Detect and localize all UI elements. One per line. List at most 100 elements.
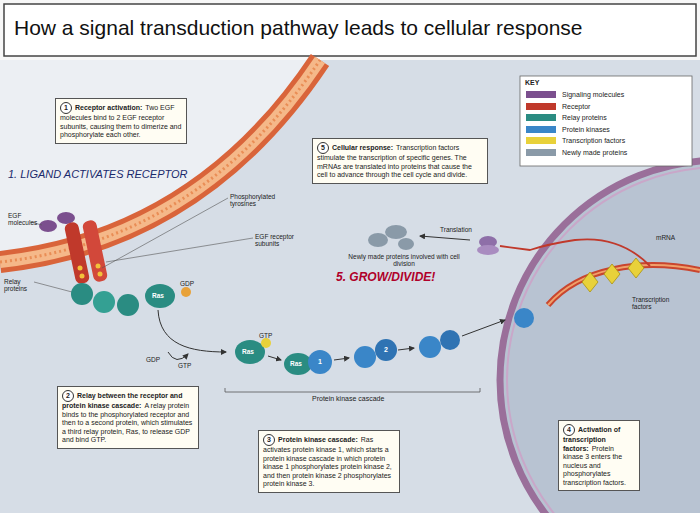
egf-molecule (39, 220, 57, 232)
transcription-factor (604, 264, 620, 284)
dna-strand (548, 265, 700, 305)
legend-text: Signaling molecules (562, 90, 624, 99)
flow-arrow (158, 310, 226, 352)
legend-text: Transcription factors (562, 136, 625, 145)
part-label: mRNA (656, 234, 675, 241)
callout-body: Ras activates protein kinase 1, which st… (263, 436, 392, 487)
new-protein (368, 225, 414, 250)
legend-text: Receptor (562, 102, 590, 111)
protein-kinase (419, 336, 441, 358)
egf-receptor (64, 219, 109, 285)
legend-text: Newly made proteins (562, 148, 627, 157)
ras-protein (235, 338, 312, 375)
diagram-title: How a signal transduction pathway leads … (14, 16, 583, 40)
protein-label: Ras (242, 348, 254, 355)
ribosome (477, 245, 499, 255)
molecule-label: GTP (178, 362, 191, 369)
legend-title: KEY (525, 79, 539, 87)
kinase-number: 2 (384, 346, 388, 354)
relay-protein (145, 284, 175, 308)
protein-kinase (375, 339, 397, 361)
egf-molecule (57, 212, 75, 224)
phosphate-group (98, 272, 103, 277)
key-frame (520, 76, 692, 166)
relay-protein (71, 283, 93, 305)
mrna-strand (500, 239, 650, 266)
phosphate-group (78, 266, 83, 271)
legend-swatch (526, 91, 556, 98)
legend-swatch (526, 137, 556, 144)
callout-number: 2 (62, 390, 74, 402)
protein-kinase (354, 346, 376, 368)
phosphate-group (78, 264, 103, 279)
relay-protein (93, 291, 115, 313)
flow-arrow (462, 320, 505, 336)
legend-text: Relay proteins (562, 113, 607, 122)
molecule-label: GTP (259, 332, 272, 339)
protein-label: Ras (152, 292, 164, 299)
cell-membrane (0, 60, 320, 262)
part-label: Relay proteins (4, 278, 36, 293)
part-label: EGF receptor subunits (255, 233, 299, 248)
transcription-factor (628, 258, 644, 278)
phosphate-group (96, 264, 101, 269)
part-label: Phosphorylated tyrosines (230, 193, 282, 208)
stage-label: Protein kinase cascade (312, 395, 384, 403)
molecule-label: GDP (146, 356, 160, 363)
key-frame (520, 76, 692, 166)
callout-heading: Receptor activation: (75, 104, 142, 111)
ribosome (477, 236, 499, 255)
relay-protein (181, 287, 191, 297)
relay-protein (117, 294, 139, 316)
mrna-strand (500, 239, 650, 266)
cascade-bracket (225, 388, 480, 392)
dna-strand (548, 265, 700, 305)
kinase-number: 1 (318, 358, 322, 366)
flow-arrow (398, 348, 414, 350)
process-label: Translation (440, 226, 472, 233)
leader-line (30, 198, 253, 292)
legend-swatch (526, 114, 556, 121)
legend-swatch (526, 103, 556, 110)
flow-arrow (158, 236, 505, 360)
handwritten-note: 5. GROW/DIVIDE! (336, 271, 435, 285)
new-protein (385, 225, 407, 239)
new-protein (368, 233, 388, 247)
leader-line (106, 238, 253, 262)
relay-protein (71, 283, 191, 316)
protein-label: Ras (290, 360, 302, 367)
cell-membrane (0, 60, 320, 262)
part-label: Newly made proteins involved with cell d… (348, 253, 460, 268)
callout-box: 1Receptor activation:Two EGF molecules b… (55, 98, 187, 144)
nucleus (500, 160, 700, 513)
transcription-factor (582, 272, 598, 292)
legend-swatch (526, 149, 556, 156)
protein-kinase (440, 330, 460, 350)
handwritten-note: 1. LIGAND ACTIVATES RECEPTOR (8, 168, 188, 181)
callout-box: 5Cellular response:Transcription factors… (312, 138, 488, 184)
cell-membrane (0, 60, 320, 262)
transcription-factor (582, 258, 644, 292)
phosphate-group (80, 274, 85, 279)
part-label: EGF molecules (8, 212, 38, 227)
legend-swatch (526, 126, 556, 133)
cascade-bracket (225, 388, 480, 392)
protein-kinase (514, 308, 534, 328)
callout-heading: Cellular response: (332, 144, 393, 151)
protein-kinase (308, 308, 534, 374)
flow-arrow (268, 356, 281, 360)
molecule-label: GDP (180, 280, 194, 287)
leader-line (34, 282, 72, 292)
callout-box: 4Activation of transcription factors:Pro… (558, 420, 640, 491)
legend-text: Protein kinases (562, 125, 610, 134)
nucleus (500, 160, 700, 513)
callout-number: 3 (263, 434, 275, 446)
callout-number: 1 (60, 102, 72, 114)
flow-arrow (334, 358, 349, 360)
nucleus (507, 167, 700, 513)
callout-box: 3Protein kinase cascade:Ras activates pr… (258, 430, 400, 493)
title-frame (4, 4, 696, 56)
dna-strand (548, 265, 700, 305)
ras-protein (235, 340, 265, 364)
